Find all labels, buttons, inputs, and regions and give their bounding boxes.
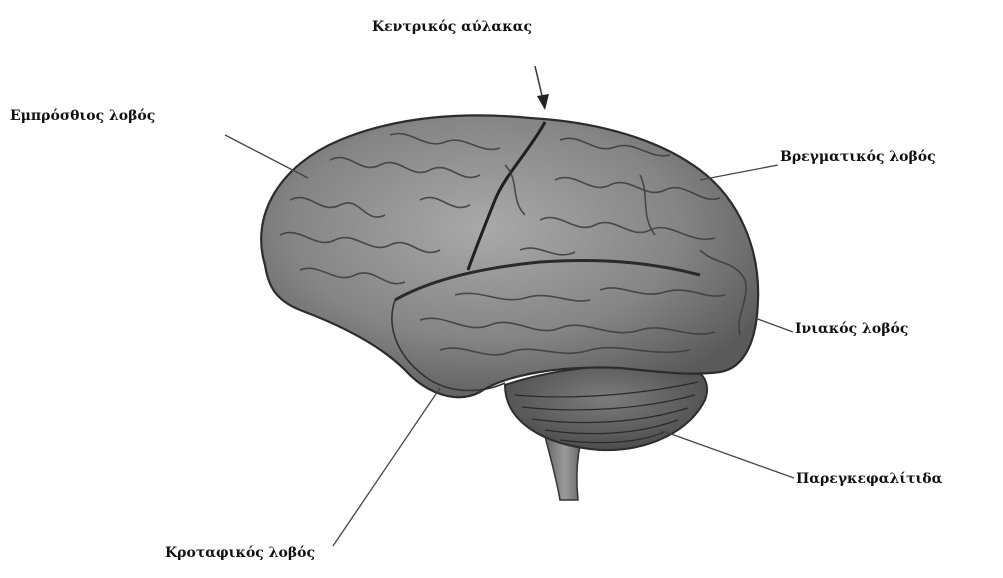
cerebellum-shape xyxy=(505,364,707,450)
frontal-leader-line xyxy=(225,135,308,178)
parietal-leader-line xyxy=(700,165,778,180)
frontal-lobe-label: Εμπρόσθιος λοβός xyxy=(10,109,155,123)
parietal-lobe-label: Βρεγματικός λοβός xyxy=(780,150,936,164)
temporal-leader-line xyxy=(333,388,440,546)
cerebellum-leader-line xyxy=(660,430,794,478)
central-sulcus-label: Κεντρικός αύλακας xyxy=(372,20,532,34)
occipital-lobe-label: Ινιακός λοβός xyxy=(795,322,908,336)
central-sulcus-arrow xyxy=(535,66,549,110)
cerebellum-label: Παρεγκεφαλίτιδα xyxy=(796,472,942,486)
occipital-leader-line xyxy=(755,318,793,332)
temporal-lobe-label: Κροταφικός λοβός xyxy=(165,546,315,560)
